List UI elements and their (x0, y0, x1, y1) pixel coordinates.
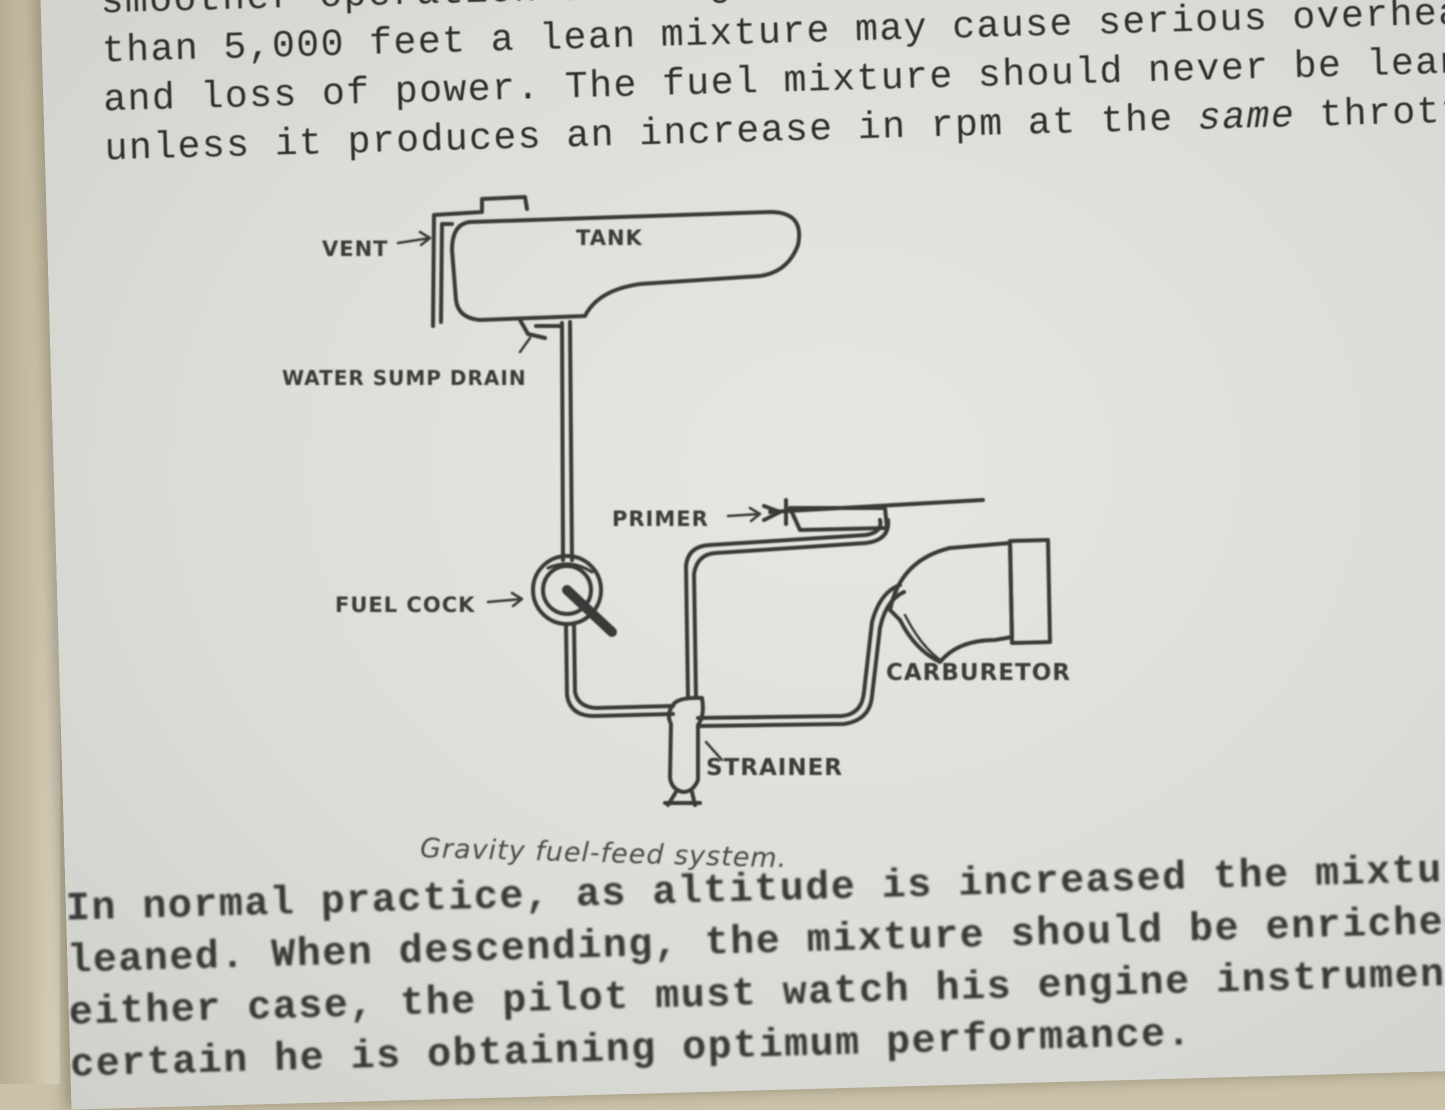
fuel-system-diagram: VENT TANK WATER SUMP DRAIN PRIMER FUEL C… (282, 195, 1071, 807)
carburetor-label: CARBURETOR (886, 660, 1071, 686)
strainer-bowl (666, 695, 705, 794)
strainer-arrow (704, 740, 724, 762)
fuel-cock-arrow (486, 591, 524, 608)
strainer-label: STRAINER (706, 755, 843, 781)
tank-shape (450, 210, 802, 322)
fuel-line (560, 320, 574, 562)
fuel-cock-label: FUEL COCK (335, 593, 475, 617)
carburetor-body (888, 541, 1014, 664)
drain-arrow (518, 336, 532, 354)
carburetor-flange (1008, 538, 1052, 645)
water-sump-drain-label: WATER SUMP DRAIN (282, 366, 527, 390)
vent-arrow (396, 230, 432, 247)
vent-pipe (431, 210, 484, 328)
sump-drain (518, 318, 562, 340)
carburetor-arrow (903, 613, 942, 662)
vent-label: VENT (322, 237, 389, 261)
primer-label: PRIMER (612, 507, 709, 531)
tank-label: TANK (576, 226, 643, 250)
primer-pump (768, 498, 985, 532)
primer-arrow (726, 506, 762, 523)
fuel-cock-handle (562, 585, 617, 637)
filler-cap (480, 195, 529, 212)
